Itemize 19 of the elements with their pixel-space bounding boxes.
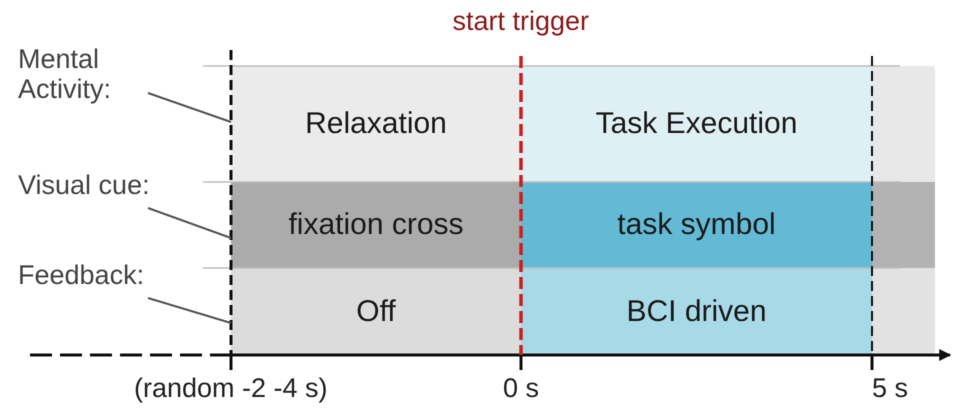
- band-box: [872, 182, 935, 268]
- leader-line: [148, 92, 232, 123]
- tick-label: 0 s: [503, 373, 540, 404]
- tick-label: (random -2 -4 s): [134, 373, 328, 404]
- row-label: Visual cue:: [18, 170, 218, 204]
- phase-cell: fixation cross: [231, 182, 521, 268]
- phase-cell: Relaxation: [231, 66, 521, 182]
- band-box: [872, 268, 935, 355]
- phase-cell: Off: [231, 268, 521, 355]
- band-box: [872, 66, 935, 182]
- leader-line: [148, 207, 232, 239]
- phase-cell: task symbol: [521, 182, 872, 268]
- leader-line: [148, 297, 232, 324]
- row-label: Feedback:: [18, 260, 218, 294]
- tick-label: 5 s: [872, 373, 908, 404]
- phase-cell: BCI driven: [521, 268, 872, 355]
- row-label: Mental Activity:: [18, 44, 152, 122]
- phase-cell: Task Execution: [521, 66, 872, 182]
- annotation: start trigger: [452, 6, 590, 37]
